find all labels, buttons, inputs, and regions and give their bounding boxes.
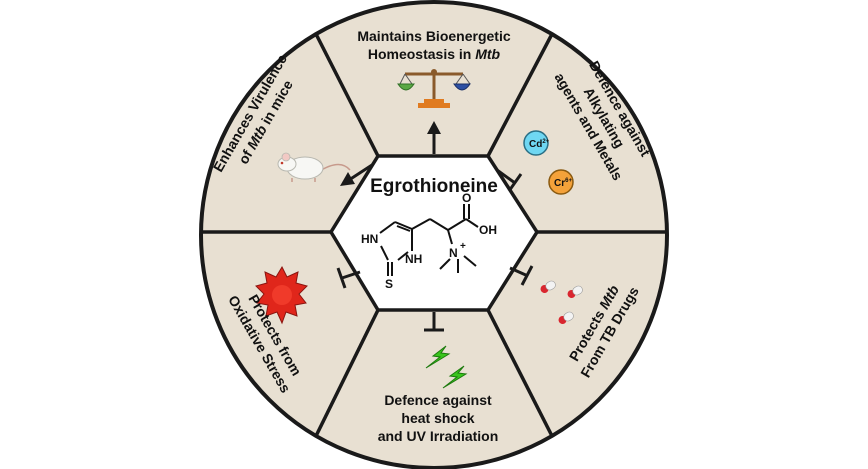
cd-ion-label: Cd2+ — [529, 139, 550, 150]
cr-ion — [548, 169, 574, 195]
sun-icon — [255, 265, 308, 325]
effect-connectors — [336, 121, 534, 332]
molecule-nh: NH — [405, 252, 422, 266]
molecule-o: O — [462, 191, 471, 205]
molecule-oh: OH — [479, 223, 497, 237]
segment-dividers — [203, 33, 665, 437]
lightning-icon — [425, 345, 468, 389]
molecule-charge: + — [460, 241, 466, 252]
central-hexagon — [328, 154, 540, 312]
top-line1: Maintains Bioenergetic — [357, 28, 510, 44]
bottom-line1: Defence against — [384, 392, 492, 408]
cr-ion-label: Cr6+ — [554, 178, 572, 189]
molecule-hn: HN — [361, 232, 378, 246]
molecule-s: S — [385, 277, 393, 291]
mouse-icon — [277, 152, 351, 182]
molecule-n: N — [449, 246, 458, 260]
bottom-line3: and UV Irradiation — [378, 428, 499, 444]
balance-scale-icon — [397, 69, 471, 108]
cd-ion — [523, 130, 549, 156]
ergothioneine-molecule — [379, 204, 479, 276]
metal-ions-icon: Cd2+ Cr6+ — [523, 130, 574, 195]
center-title: Egrothioneine — [370, 176, 498, 197]
pills-icon — [540, 280, 583, 324]
bottom-line2: heat shock — [401, 410, 474, 426]
top-line2: Homeostasis in Mtb — [368, 46, 501, 62]
